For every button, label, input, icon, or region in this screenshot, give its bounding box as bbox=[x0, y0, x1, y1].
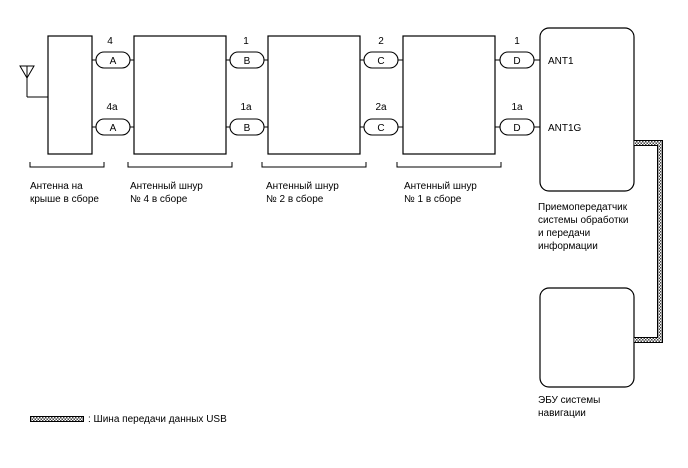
navigation-ecu-label: ЭБУ системы навигации bbox=[538, 394, 600, 420]
roof-antenna-label-line-2: крыше в сборе bbox=[30, 194, 99, 205]
connector-d-top: D bbox=[499, 51, 535, 69]
navigation-ecu-block bbox=[539, 287, 635, 388]
pin-4a: 4a bbox=[106, 102, 118, 113]
pin-ant1g: ANT1G bbox=[548, 123, 582, 134]
transceiver-label-line-1: Приемопередатчик bbox=[538, 202, 628, 213]
connector-d-bottom: D bbox=[499, 118, 535, 136]
connector-b-bottom-letter: B bbox=[244, 123, 251, 134]
pin-d-1a: 1a bbox=[511, 102, 523, 113]
connector-b-top: B bbox=[229, 51, 265, 69]
transceiver-label: Приемопередатчик системы обработки и пер… bbox=[538, 201, 628, 253]
connector-c-top: C bbox=[363, 51, 399, 69]
transceiver-label-line-2: системы обработки bbox=[538, 215, 629, 226]
pin-c-2: 2 bbox=[378, 36, 384, 47]
pin-ant1: ANT1 bbox=[548, 56, 574, 67]
antenna-cord-4-block bbox=[133, 35, 227, 155]
connector-c-bottom: C bbox=[363, 118, 399, 136]
pin-d-1: 1 bbox=[514, 36, 520, 47]
usb-bus-line bbox=[634, 140, 663, 343]
connector-a-top-letter: A bbox=[110, 56, 117, 67]
antenna-cord-1-label: Антенный шнур № 1 в сборе bbox=[404, 180, 477, 206]
component-brackets bbox=[29, 162, 502, 168]
antenna-cord-4-label: Антенный шнур № 4 в сборе bbox=[130, 180, 203, 206]
pin-4: 4 bbox=[107, 36, 113, 47]
connector-c-top-letter: C bbox=[377, 56, 384, 67]
connector-a-bottom-letter: A bbox=[110, 123, 117, 134]
roof-antenna-label: Антенна на крыше в сборе bbox=[30, 180, 99, 206]
connector-a-top: A bbox=[95, 51, 131, 69]
transceiver-block bbox=[539, 27, 635, 192]
navigation-ecu-label-line-1: ЭБУ системы bbox=[538, 395, 601, 406]
connector-a-bottom: A bbox=[95, 118, 131, 136]
navigation-ecu-label-line-2: навигации bbox=[538, 408, 586, 419]
pin-b-1: 1 bbox=[243, 36, 249, 47]
connector-b-top-letter: B bbox=[244, 56, 251, 67]
antenna-cord-2-label-line-2: № 2 в сборе bbox=[266, 194, 324, 205]
connector-d-bottom-letter: D bbox=[513, 123, 520, 134]
antenna-cord-1-label-line-2: № 1 в сборе bbox=[404, 194, 462, 205]
antenna-cord-1-label-line-1: Антенный шнур bbox=[404, 181, 477, 192]
antenna-cord-4-label-line-1: Антенный шнур bbox=[130, 181, 203, 192]
pin-b-1a: 1a bbox=[240, 102, 252, 113]
antenna-cord-2-label-line-1: Антенный шнур bbox=[266, 181, 339, 192]
antenna-cord-2-label: Антенный шнур № 2 в сборе bbox=[266, 180, 339, 206]
connector-d-top-letter: D bbox=[513, 56, 520, 67]
antenna-cord-1-block bbox=[402, 35, 496, 155]
connector-c-bottom-letter: C bbox=[377, 123, 384, 134]
roof-antenna-label-line-1: Антенна на bbox=[30, 181, 83, 192]
connector-b-bottom: B bbox=[229, 118, 265, 136]
antenna-cord-4-label-line-2: № 4 в сборе bbox=[130, 194, 188, 205]
legend-swatch bbox=[30, 416, 84, 422]
antenna-cord-2-block bbox=[267, 35, 361, 155]
legend-text: : Шина передачи данных USB bbox=[88, 414, 227, 425]
transceiver-label-line-3: и передачи bbox=[538, 228, 591, 239]
antenna-icon bbox=[19, 65, 48, 98]
pin-c-2a: 2a bbox=[375, 102, 387, 113]
roof-antenna-block bbox=[47, 35, 93, 155]
transceiver-label-line-4: информации bbox=[538, 241, 598, 252]
